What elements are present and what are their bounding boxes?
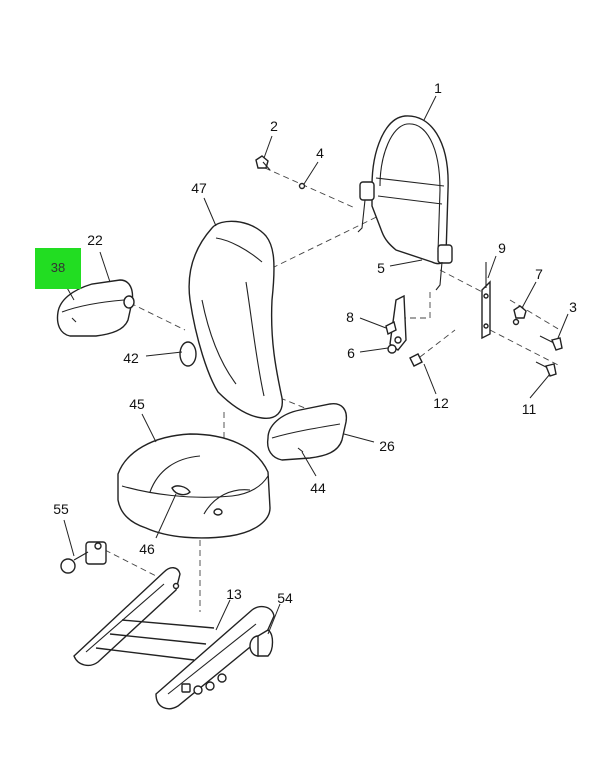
- callout-9: 9: [498, 240, 506, 256]
- callout-55: 55: [53, 501, 69, 517]
- callout-1: 1: [434, 80, 442, 96]
- leader-lines: [61, 95, 569, 635]
- bracket-9: [481, 262, 491, 340]
- callout-22: 22: [87, 232, 103, 248]
- callout-labels: 1 2 4 47 22 9 5 7 3 8 6 42 12 11 45 26 4…: [53, 80, 577, 606]
- screw-11: [535, 361, 557, 377]
- highlight-box: [35, 248, 81, 289]
- callout-7: 7: [535, 266, 543, 282]
- callout-26: 26: [379, 438, 395, 454]
- clip-small: [512, 318, 520, 326]
- lever-55: [60, 541, 107, 574]
- callout-6: 6: [347, 345, 355, 361]
- callout-3: 3: [569, 299, 577, 315]
- armrest-right: [266, 403, 348, 461]
- callout-12: 12: [433, 395, 449, 411]
- knob-54: [249, 629, 274, 657]
- screw-7: [513, 305, 527, 319]
- armrest-left: [56, 279, 135, 337]
- callout-46: 46: [139, 541, 155, 557]
- callout-44: 44: [310, 480, 326, 496]
- callout-11: 11: [522, 401, 537, 417]
- latch-8: [385, 294, 407, 351]
- screw-2: [255, 155, 271, 171]
- clip-4: [298, 182, 306, 190]
- highlight-38[interactable]: 38: [35, 248, 81, 289]
- callout-54: 54: [277, 590, 293, 606]
- nut-6: [387, 344, 397, 354]
- callout-5: 5: [377, 260, 385, 276]
- callout-8: 8: [346, 309, 354, 325]
- callout-47: 47: [191, 180, 207, 196]
- callout-42: 42: [123, 350, 139, 366]
- callout-38: 38: [51, 260, 65, 275]
- headrest-frame: [357, 115, 453, 291]
- screw-3: [539, 335, 563, 351]
- callout-13: 13: [226, 586, 242, 602]
- assembly-lines: [104, 167, 561, 612]
- callout-4: 4: [316, 145, 324, 161]
- callout-45: 45: [129, 396, 145, 412]
- bolt-12: [409, 353, 423, 367]
- seat-frame: [73, 567, 275, 710]
- seat-back: [179, 220, 283, 419]
- seat-cushion: [117, 433, 271, 539]
- callout-2: 2: [270, 118, 278, 134]
